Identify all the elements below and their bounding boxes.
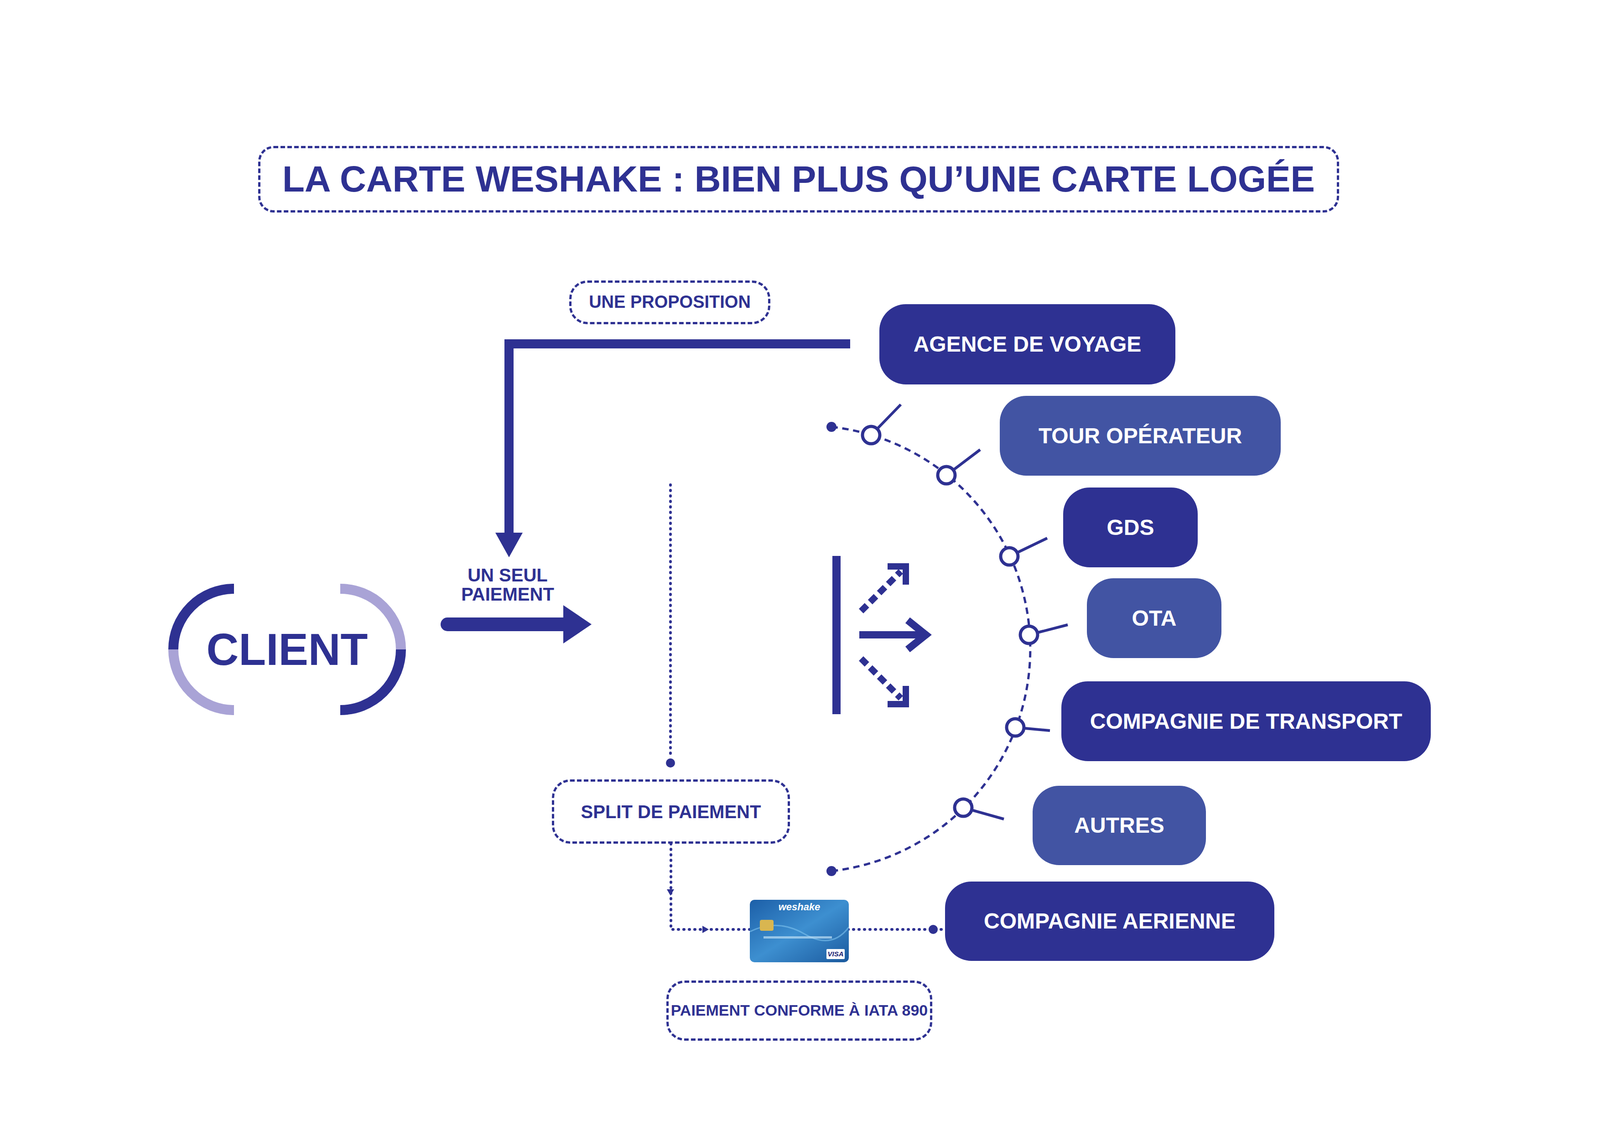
arc-node [1000, 547, 1019, 566]
arc-node [1006, 718, 1024, 737]
payment-arrowhead [563, 605, 592, 644]
line-dot [665, 758, 676, 768]
actor-box: AUTRES [1032, 785, 1206, 866]
split-arrowhead [907, 620, 926, 650]
actor-box: TOUR OPÉRATEUR [999, 395, 1281, 476]
payment-arrow [447, 617, 566, 632]
dashed-callout: UNE PROPOSITION [569, 280, 771, 325]
card-network: VISA [826, 949, 845, 959]
actor-box: GDS [1063, 487, 1198, 568]
title-box: LA CARTE WESHAKE : BIEN PLUS QU’UNE CART… [258, 145, 1340, 213]
actor-box: COMPAGNIE AERIENNE [945, 881, 1275, 962]
node-label: CLIENT [206, 623, 369, 676]
arc-dot [826, 421, 837, 432]
node-label: OTA [1132, 605, 1177, 631]
dashed-callout: PAIEMENT CONFORME À IATA 890 [666, 980, 933, 1041]
actor-box: AGENCE DE VOYAGE [879, 304, 1176, 385]
split-corner [887, 685, 906, 705]
title-text: LA CARTE WESHAKE : BIEN PLUS QU’UNE CART… [282, 157, 1315, 202]
distribution-arc [831, 426, 1031, 872]
node-label: SPLIT DE PAIEMENT [581, 801, 762, 823]
node-label: TOUR OPÉRATEUR [1038, 423, 1242, 449]
dotted-line [669, 484, 672, 758]
proposition-line [509, 343, 851, 535]
split-diagonal [861, 571, 901, 612]
node-label: UNE PROPOSITION [588, 292, 751, 313]
card-body [749, 899, 849, 963]
node-label: GDS [1106, 514, 1154, 541]
node-label: PAIEMENT CONFORME À IATA 890 [670, 1001, 929, 1020]
arc-node [954, 799, 972, 817]
dashed-callout: SPLIT DE PAIEMENT [551, 779, 790, 844]
split-bar [832, 555, 841, 715]
card-chip [759, 919, 774, 931]
arc-dot [826, 866, 837, 877]
client-node: CLIENT [168, 583, 406, 716]
actor-box: OTA [1086, 578, 1222, 659]
proposition-arrowhead [495, 532, 523, 558]
split-corner [887, 566, 906, 585]
card-brand: weshake [754, 902, 845, 913]
card-number-strip [763, 936, 832, 939]
split-diagonal [861, 658, 901, 699]
node-label: COMPAGNIE AERIENNE [983, 908, 1236, 934]
arc-node [1020, 626, 1038, 644]
arc-node [937, 466, 956, 484]
node-label: AUTRES [1074, 812, 1164, 838]
arc-node [862, 426, 880, 444]
split-arrow [859, 631, 922, 639]
actor-box: COMPAGNIE DE TRANSPORT [1061, 681, 1431, 762]
node-label: COMPAGNIE DE TRANSPORT [1090, 708, 1403, 734]
visa-patch [826, 949, 845, 960]
node-label: AGENCE DE VOYAGE [913, 331, 1142, 357]
flow-label: UN SEUL PAIEMENT [448, 565, 567, 604]
